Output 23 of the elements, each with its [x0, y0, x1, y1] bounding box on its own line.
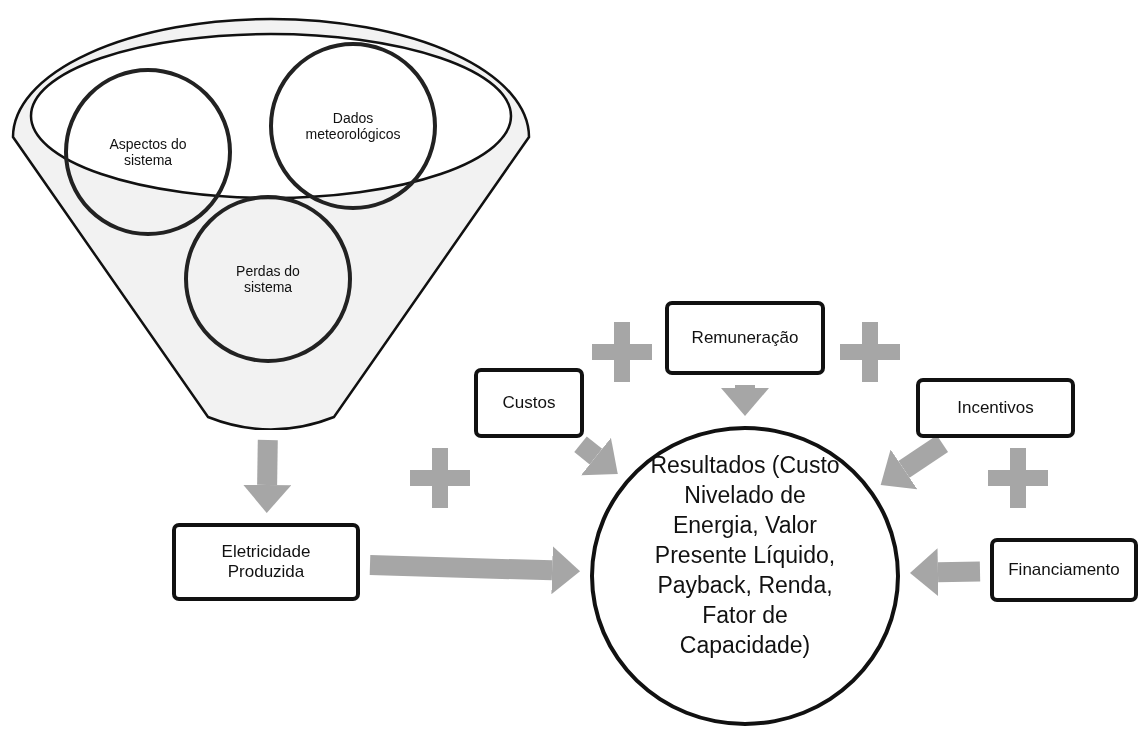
node-label: Eletricidade Produzida: [220, 542, 312, 582]
factor-box: [990, 538, 1138, 602]
factor-box: [172, 523, 360, 601]
block-arrow: [574, 436, 618, 476]
node-label: Resultados (Custo Nivelado de Energia, Valor Presente Líquido, Payback, Renda, Fator de Capacidade): [649, 451, 841, 660]
factor-box: [474, 368, 584, 438]
input-circle: [64, 68, 232, 236]
block-arrow: [909, 548, 981, 597]
node-label: Dados meteorológicos: [304, 110, 402, 142]
node-label: Custos: [502, 393, 556, 413]
factor-box: [665, 301, 825, 375]
input-circle: [269, 42, 437, 210]
node-label: Remuneração: [691, 328, 799, 348]
node-label: Perdas do sistema: [235, 263, 301, 295]
block-arrow: [243, 439, 292, 513]
block-arrow: [880, 435, 949, 490]
node-label: Incentivos: [957, 398, 1034, 418]
factor-box: [916, 378, 1075, 438]
block-arrow: [369, 546, 581, 595]
node-label: Financiamento: [1008, 560, 1120, 580]
input-circle: [184, 195, 352, 363]
block-arrow: [721, 385, 769, 416]
node-label: Aspectos do sistema: [108, 136, 188, 168]
